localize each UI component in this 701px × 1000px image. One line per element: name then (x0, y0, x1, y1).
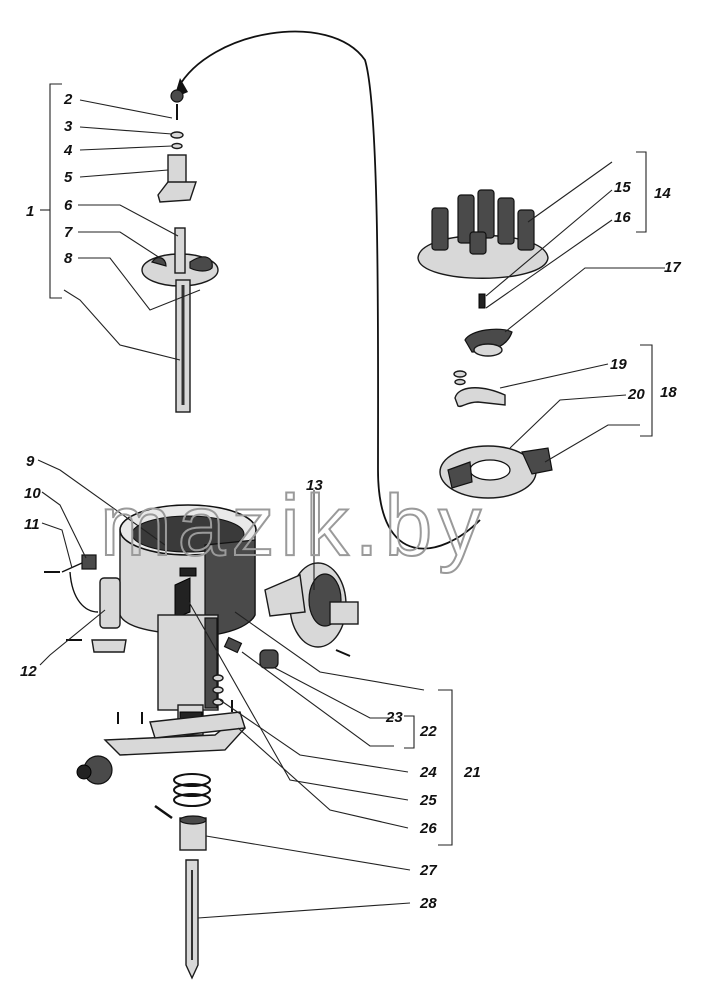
label-23: 23 (385, 709, 403, 726)
bracket-group-18 (640, 344, 653, 437)
label-4: 4 (63, 142, 73, 159)
bracket-group-22 (404, 715, 415, 749)
spring-washer-part (171, 142, 183, 150)
label-5: 5 (64, 169, 73, 186)
cam-part (157, 154, 197, 203)
label-25: 25 (419, 792, 437, 809)
watermark-text: mazik.by (100, 478, 487, 574)
terminal-part (44, 554, 97, 573)
label-19: 19 (610, 356, 627, 373)
label-14: 14 (654, 185, 671, 202)
pin-part (154, 804, 173, 820)
bracket-group-21 (438, 689, 453, 846)
octane-corrector-part (76, 700, 246, 785)
label-2: 2 (63, 91, 73, 108)
part-labels: 1 2 3 4 5 6 7 8 9 10 11 12 13 14 15 16 1… (20, 91, 681, 912)
label-3: 3 (64, 118, 73, 135)
label-13: 13 (306, 477, 323, 494)
drive-shaft-lower-part (185, 859, 199, 980)
adjuster-parts (212, 636, 279, 706)
breaker-arm-part (453, 370, 506, 408)
coupling-part (179, 815, 207, 851)
washer-part (170, 131, 184, 139)
bracket-group-1 (40, 83, 62, 299)
label-22: 22 (419, 723, 437, 740)
label-20: 20 (627, 386, 645, 403)
leader-lines (37, 99, 665, 919)
label-6: 6 (64, 197, 73, 214)
nut-part (170, 89, 184, 103)
label-7: 7 (64, 224, 73, 241)
carbon-brush-part (478, 293, 486, 309)
breaker-plate-part (439, 445, 553, 499)
label-9: 9 (26, 453, 35, 470)
label-16: 16 (614, 209, 631, 226)
label-10: 10 (24, 485, 41, 502)
label-15: 15 (614, 179, 631, 196)
label-24: 24 (419, 764, 437, 781)
label-28: 28 (419, 895, 437, 912)
label-12: 12 (20, 663, 37, 680)
label-26: 26 (419, 820, 437, 837)
spring-rings-part (173, 773, 211, 807)
vacuum-regulator-part (264, 562, 359, 657)
distributor-cap-part (417, 189, 549, 279)
label-8: 8 (64, 250, 73, 267)
bracket-group-14 (636, 151, 647, 233)
rotor-part (464, 328, 513, 357)
capacitor-part (66, 571, 127, 653)
label-27: 27 (419, 862, 437, 879)
shaft-upper-part (174, 227, 186, 274)
distributor-housing-part (119, 504, 257, 736)
label-21: 21 (463, 764, 481, 781)
label-18: 18 (660, 384, 677, 401)
shaft-assembly (141, 89, 219, 413)
assembly-path-line (174, 30, 481, 550)
label-11: 11 (24, 516, 40, 533)
label-1: 1 (26, 203, 34, 220)
label-17: 17 (664, 259, 681, 276)
